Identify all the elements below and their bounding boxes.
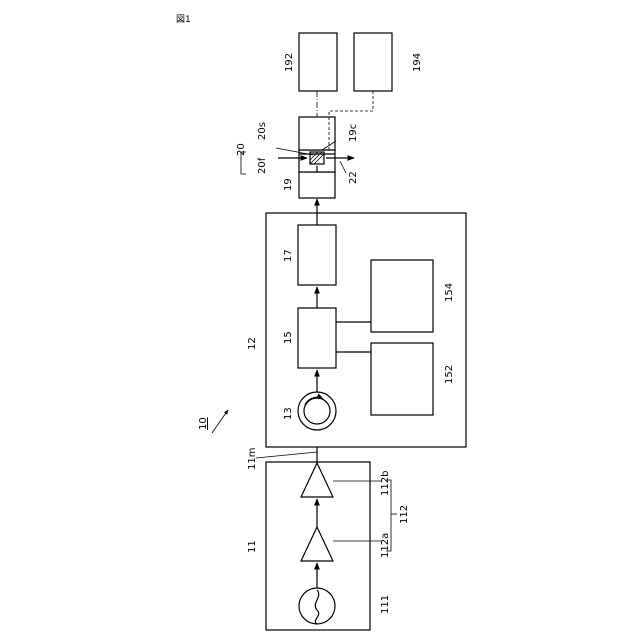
label-15: 15 xyxy=(283,331,294,344)
block-194 xyxy=(354,33,392,91)
label-19c: 19c xyxy=(348,124,359,142)
leader-22 xyxy=(340,161,346,173)
block-19 xyxy=(299,172,335,198)
block-152 xyxy=(371,343,433,415)
label-20: 20 xyxy=(236,143,247,156)
block-15 xyxy=(298,308,336,368)
block-154 xyxy=(371,260,433,332)
label-194: 194 xyxy=(412,53,423,72)
label-11: 11 xyxy=(247,540,258,553)
label-112: 112 xyxy=(399,505,410,524)
label-112a: 112a xyxy=(380,533,391,558)
label-111: 111 xyxy=(380,595,391,614)
leader-10 xyxy=(212,410,228,433)
figure-label: 図1 xyxy=(176,14,191,25)
label-19: 19 xyxy=(283,178,294,191)
label-20s: 20s xyxy=(257,122,268,140)
label-12: 12 xyxy=(247,337,258,350)
block-17 xyxy=(298,225,336,285)
label-22: 22 xyxy=(348,171,359,184)
label-112b: 112b xyxy=(380,471,391,496)
label-13: 13 xyxy=(283,407,294,420)
label-192: 192 xyxy=(284,53,295,72)
block-192 xyxy=(299,33,337,91)
label-152: 152 xyxy=(444,365,455,384)
label-20f: 20f xyxy=(257,157,268,174)
label-11m: 11m xyxy=(247,448,258,470)
processing-unit-box xyxy=(266,213,466,447)
leader-11m xyxy=(256,452,317,458)
label-10: 10 xyxy=(198,417,209,430)
label-154: 154 xyxy=(444,283,455,302)
label-17: 17 xyxy=(283,249,294,262)
